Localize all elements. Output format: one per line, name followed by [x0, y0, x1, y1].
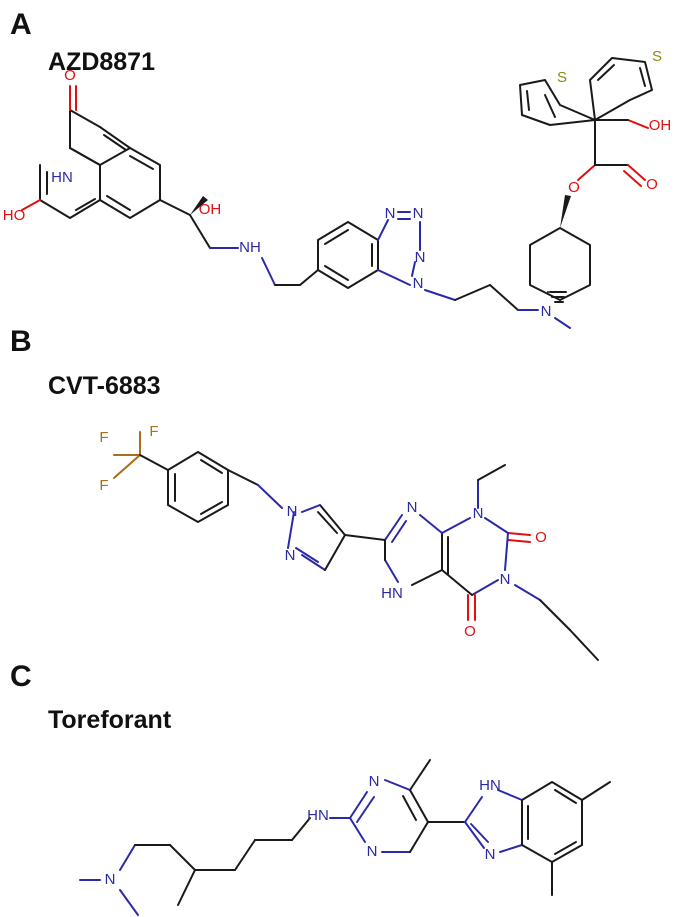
atom-label-nh: NH: [239, 239, 261, 256]
atom-label-hn: HN: [51, 169, 73, 186]
atom-label-ho: HO: [3, 207, 26, 224]
atom-label-oh: OH: [649, 117, 672, 134]
panel-letter-c: C: [10, 660, 32, 693]
atom-label-n: N: [369, 773, 380, 790]
compound-name-toreforant: Toreforant: [48, 706, 172, 734]
structure-azd8871: O HN OH HO NH N N N N N O O OH S S: [3, 48, 672, 329]
atom-label-f: F: [149, 423, 158, 440]
cyclohexane-ring: [529, 227, 591, 301]
structure-toreforant: N HN N N HN N: [79, 759, 611, 916]
benzimidazole-benzene-ring: [521, 781, 583, 863]
atom-label-f: F: [99, 429, 108, 446]
atom-label-oh: OH: [199, 201, 222, 218]
atom-label-n: N: [105, 871, 116, 888]
atom-label-n: N: [473, 505, 484, 522]
atom-label-n: N: [500, 571, 511, 588]
compound-name-azd8871: AZD8871: [48, 48, 155, 76]
atom-label-n: N: [415, 249, 426, 266]
atom-label-n: N: [413, 205, 424, 222]
atom-label-n: N: [413, 275, 424, 292]
atom-label-o: O: [64, 67, 76, 84]
atom-label-n: N: [285, 547, 296, 564]
atom-label-o: O: [646, 176, 658, 193]
atom-label-hn: HN: [479, 777, 501, 794]
quinolinone-ring-right: [99, 147, 161, 219]
atom-label-o: O: [568, 179, 580, 196]
compound-name-cvt-6883: CVT-6883: [48, 372, 161, 400]
atom-label-hn: HN: [381, 585, 403, 602]
atom-label-s: S: [557, 69, 567, 86]
benzotriazole-benzene-ring: [317, 221, 379, 289]
thiophene-ring-right: [589, 57, 653, 121]
atom-label-f: F: [99, 477, 108, 494]
atom-label-n: N: [541, 303, 552, 320]
benzene-ring: [167, 451, 229, 523]
atom-label-n: N: [385, 205, 396, 222]
panel-letter-a: A: [10, 8, 32, 41]
thiophene-ring-left: [519, 79, 596, 126]
pyrimidine-ring: [349, 791, 368, 819]
atom-label-n: N: [287, 503, 298, 520]
atom-label-n: N: [485, 846, 496, 863]
pyrazole-ring: [287, 511, 295, 549]
atom-label-s: S: [652, 48, 662, 65]
atom-label-hn: HN: [307, 807, 329, 824]
atom-label-o: O: [535, 529, 547, 546]
structure-cvt-6883: F F F N N N HN N N O O: [99, 423, 599, 661]
atom-label-n: N: [367, 843, 378, 860]
panel-letter-b: B: [10, 325, 32, 358]
atom-label-n: N: [407, 499, 418, 516]
atom-label-o: O: [464, 623, 476, 640]
